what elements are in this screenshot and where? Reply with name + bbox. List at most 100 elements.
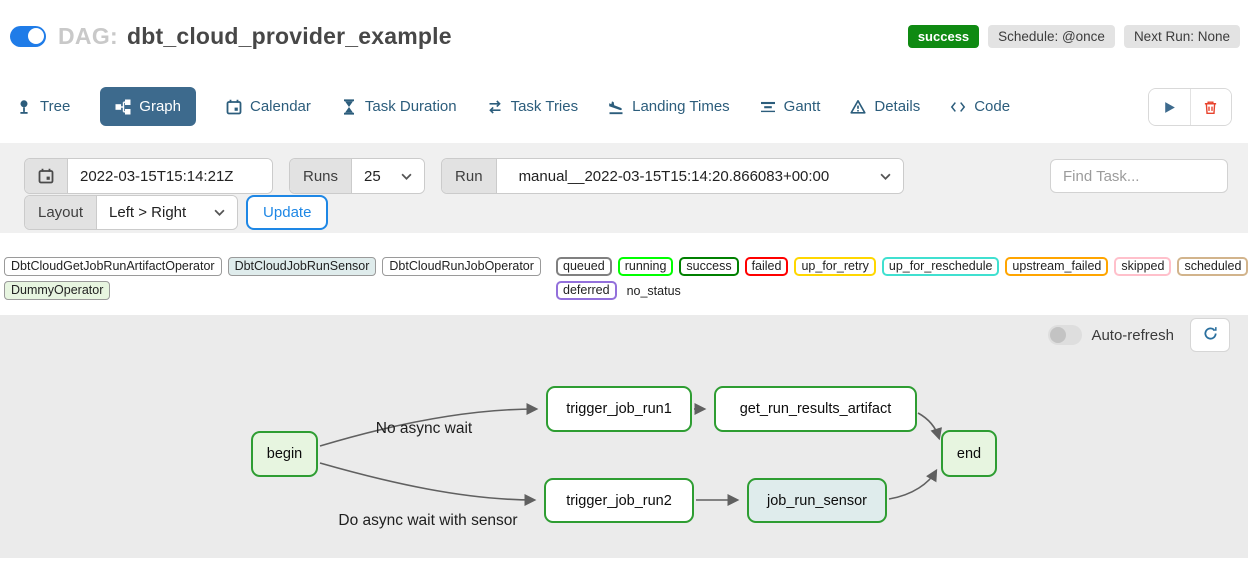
tab-landing-times[interactable]: Landing Times bbox=[608, 87, 730, 126]
edge-get_run_results_artifact-to-end bbox=[917, 412, 942, 441]
run-select[interactable]: manual__2022-03-15T15:14:20.866083+00:00 bbox=[496, 159, 903, 193]
dag-prefix-label: DAG: bbox=[58, 22, 118, 49]
tab-graph[interactable]: Graph bbox=[100, 87, 196, 126]
toggle-knob bbox=[1050, 327, 1067, 343]
next-run-badge: Next Run: None bbox=[1123, 24, 1240, 48]
tree-icon bbox=[16, 99, 32, 115]
tab-details[interactable]: Details bbox=[850, 87, 920, 126]
operator-legend-row: DbtCloudGetJobRunArtifactOperator DbtClou… bbox=[4, 257, 548, 276]
toggle-knob bbox=[27, 28, 44, 44]
num-runs-select[interactable]: 25 bbox=[352, 159, 425, 193]
tab-tree[interactable]: Tree bbox=[16, 87, 70, 126]
dag-edges bbox=[319, 403, 942, 506]
tab-code[interactable]: Code bbox=[950, 87, 1010, 126]
edge-label-do-async-wait-with-sensor: Do async wait with sensor bbox=[338, 512, 518, 529]
edge-begin-to-trigger_job_run1 bbox=[319, 403, 539, 447]
filter-bar: Runs 25 Run manual__2022-03-15T15:14:20.… bbox=[0, 143, 1248, 233]
task-node-end[interactable]: end bbox=[941, 430, 997, 477]
tab-gantt[interactable]: Gantt bbox=[760, 87, 820, 126]
status-badge-queued[interactable]: queued bbox=[556, 257, 612, 276]
page-title: dbt_cloud_provider_example bbox=[126, 22, 452, 49]
status-badge-running[interactable]: running bbox=[617, 257, 674, 276]
status-badge[interactable]: success bbox=[907, 24, 980, 48]
auto-refresh-label: Auto-refresh bbox=[1091, 326, 1174, 344]
details-icon bbox=[850, 99, 866, 115]
num-runs-group: Runs 25 bbox=[289, 158, 426, 194]
task-node-job_run_sensor[interactable]: job_run_sensor bbox=[747, 478, 887, 523]
update-button[interactable]: Update bbox=[246, 195, 329, 230]
operator-badge-dbtcloudrunjoboperator[interactable]: DbtCloudRunJobOperator bbox=[382, 257, 541, 276]
status-badge-upstream-failed[interactable]: upstream_failed bbox=[1005, 257, 1109, 276]
status-badge-failed[interactable]: failed bbox=[744, 257, 789, 276]
tab-calendar[interactable]: Calendar bbox=[226, 87, 311, 126]
status-badge-skipped[interactable]: skipped bbox=[1114, 257, 1172, 276]
status-badge-scheduled[interactable]: scheduled bbox=[1177, 257, 1248, 276]
task-node-begin[interactable]: begin bbox=[251, 431, 318, 477]
hourglass-icon bbox=[341, 98, 357, 115]
view-tabbar: Tree Graph Calendar Task Duration Task Tries… bbox=[16, 87, 1138, 126]
status-label-no-status[interactable]: no_status bbox=[626, 283, 681, 298]
trigger-dag-button[interactable] bbox=[1149, 89, 1190, 125]
tab-label: Code bbox=[974, 98, 1011, 115]
tab-label: Graph bbox=[139, 98, 181, 115]
chevron-down-icon bbox=[214, 209, 225, 216]
tab-task-tries[interactable]: Task Tries bbox=[487, 87, 579, 126]
tab-label: Landing Times bbox=[632, 98, 730, 115]
task-node-trigger_job_run1[interactable]: trigger_job_run1 bbox=[546, 386, 692, 432]
base-date-input[interactable] bbox=[68, 159, 272, 193]
auto-refresh-control: Auto-refresh bbox=[1048, 325, 1174, 345]
tab-label: Calendar bbox=[250, 98, 311, 115]
status-badge-deferred[interactable]: deferred bbox=[556, 281, 617, 300]
legend: DbtCloudGetJobRunArtifactOperator DbtClou… bbox=[4, 257, 1248, 305]
status-badge-up-for-retry[interactable]: up_for_retry bbox=[794, 257, 876, 276]
calendar-icon bbox=[226, 99, 242, 115]
status-badge-success[interactable]: success bbox=[679, 257, 739, 276]
task-node-trigger_job_run2[interactable]: trigger_job_run2 bbox=[544, 478, 694, 523]
dag-pause-toggle[interactable] bbox=[10, 25, 46, 47]
layout-value: Left > Right bbox=[109, 204, 187, 221]
operator-badge-dbtcloudgetjobrunartifactoperator[interactable]: DbtCloudGetJobRunArtifactOperator bbox=[4, 257, 222, 276]
tab-label: Details bbox=[874, 98, 921, 115]
refresh-icon bbox=[1203, 326, 1218, 344]
layout-label: Layout bbox=[25, 196, 98, 229]
filter-row-1: Runs 25 Run manual__2022-03-15T15:14:20.… bbox=[24, 158, 904, 194]
play-icon bbox=[1162, 100, 1177, 115]
tab-label: Tree bbox=[40, 98, 71, 115]
num-runs-value: 25 bbox=[364, 167, 381, 185]
layout-select[interactable]: Left > Right bbox=[97, 196, 238, 229]
landing-icon bbox=[608, 99, 624, 115]
edge-begin-to-trigger_job_run2 bbox=[319, 462, 537, 506]
status-badge-up-for-reschedule[interactable]: up_for_reschedule bbox=[881, 257, 1000, 276]
edge-label-no-async-wait: No async wait bbox=[375, 420, 473, 437]
repeat-icon bbox=[487, 99, 503, 115]
task-node-get_run_results_artifact[interactable]: get_run_results_artifact bbox=[714, 386, 917, 432]
dag-header: DAG: dbt_cloud_provider_example success … bbox=[10, 18, 1240, 54]
run-group: Run manual__2022-03-15T15:14:20.866083+0… bbox=[441, 158, 904, 194]
find-task-input[interactable] bbox=[1050, 159, 1228, 193]
dag-action-buttons bbox=[1148, 88, 1232, 126]
calendar-addon-icon bbox=[25, 159, 68, 193]
delete-dag-button[interactable] bbox=[1189, 89, 1231, 125]
graph-icon bbox=[115, 99, 131, 115]
operator-legend: DbtCloudGetJobRunArtifactOperator DbtClou… bbox=[4, 257, 548, 305]
operator-legend-row: DummyOperator bbox=[4, 281, 548, 300]
tab-task-duration[interactable]: Task Duration bbox=[341, 87, 457, 126]
status-legend-row: queued running success failed up_for_retry up… bbox=[556, 257, 1248, 276]
run-label: Run bbox=[442, 159, 497, 193]
auto-refresh-toggle[interactable] bbox=[1048, 325, 1083, 345]
operator-badge-dummyoperator[interactable]: DummyOperator bbox=[4, 281, 111, 300]
base-date-group bbox=[24, 158, 273, 194]
runs-label: Runs bbox=[290, 159, 353, 193]
run-value: manual__2022-03-15T15:14:20.866083+00:00 bbox=[518, 167, 830, 185]
dag-graph-panel: Auto-refresh begin trigger_job_run1 get_ru… bbox=[0, 315, 1248, 558]
operator-badge-dbtcloudjobrunsensor[interactable]: DbtCloudJobRunSensor bbox=[227, 257, 377, 276]
gantt-icon bbox=[760, 99, 776, 115]
status-legend-row: deferred no_status bbox=[556, 281, 1248, 300]
tab-label: Task Tries bbox=[510, 98, 579, 115]
refresh-button[interactable] bbox=[1190, 318, 1230, 352]
layout-group: Layout Left > Right bbox=[24, 195, 239, 230]
tab-label: Task Duration bbox=[364, 98, 457, 115]
schedule-badge: Schedule: @once bbox=[988, 24, 1115, 48]
edge-job_run_sensor-to-end bbox=[888, 468, 938, 500]
